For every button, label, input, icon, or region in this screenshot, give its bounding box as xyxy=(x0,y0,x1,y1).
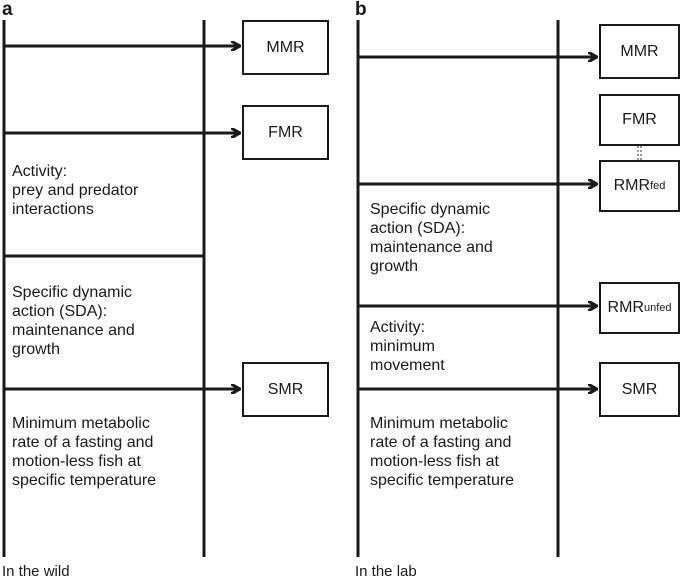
panel-a-fmr-box: FMR xyxy=(242,105,329,160)
rmr-unfed-sub: unfed xyxy=(643,302,672,314)
panel-b-footer: In the lab xyxy=(355,563,417,580)
panel-a-mmr-box: MMR xyxy=(242,20,329,75)
panel-a-smr-box: SMR xyxy=(242,362,329,417)
panel-b-fmr-box: FMR xyxy=(599,94,680,146)
panel-b-label: b xyxy=(355,0,367,20)
panel-b-sda-text: Specific dynamic action (SDA): maintenan… xyxy=(370,201,493,275)
panel-b-activity-text: Activity: minimum movement xyxy=(370,319,445,374)
panel-b-minimum-text: Minimum metabolic rate of a fasting and … xyxy=(370,415,515,489)
panel-a-minimum-text: Minimum metabolic rate of a fasting and … xyxy=(12,415,157,489)
panel-b-mmr-box: MMR xyxy=(599,24,680,79)
rmr-fed-main: RMR xyxy=(613,177,651,194)
panel-a-sda-text: Specific dynamic action (SDA): maintenan… xyxy=(12,284,135,358)
panel-b-smr-box: SMR xyxy=(599,362,680,417)
panel-a-activity-text: Activity: prey and predator interactions xyxy=(12,163,139,218)
panel-a-label: a xyxy=(2,0,13,20)
panel-a-footer: In the wild xyxy=(2,563,70,580)
rmr-unfed-main: RMR xyxy=(607,299,644,316)
rmr-fed-sub: fed xyxy=(650,180,666,192)
